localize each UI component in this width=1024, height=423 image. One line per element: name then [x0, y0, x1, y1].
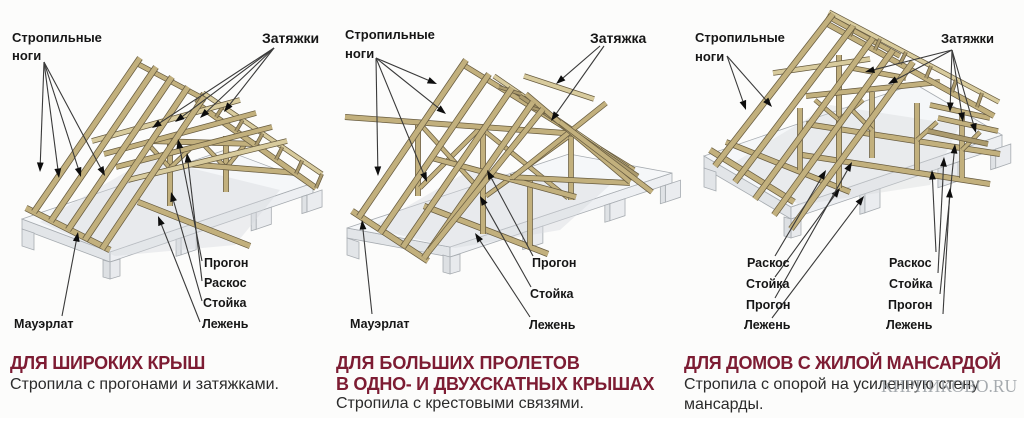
svg-text:КИРПИКОВО.RU: КИРПИКОВО.RU	[881, 376, 1018, 396]
svg-text:ДЛЯ ШИРОКИХ КРЫШ: ДЛЯ ШИРОКИХ КРЫШ	[10, 353, 205, 373]
svg-text:Раскос: Раскос	[204, 276, 247, 290]
svg-text:Стропильные: Стропильные	[12, 30, 102, 45]
svg-text:ноги: ноги	[695, 49, 724, 64]
svg-text:В ОДНО- И ДВУХСКАТНЫХ КРЫШАХ: В ОДНО- И ДВУХСКАТНЫХ КРЫШАХ	[336, 374, 654, 394]
svg-text:Стропильные: Стропильные	[345, 27, 435, 42]
svg-text:ДЛЯ БОЛЬШИХ ПРОЛЕТОВ: ДЛЯ БОЛЬШИХ ПРОЛЕТОВ	[336, 353, 580, 373]
svg-text:Стропила с опорой на усиленную: Стропила с опорой на усиленную стену	[684, 376, 979, 393]
svg-text:Затяжки: Затяжки	[262, 30, 319, 46]
svg-text:Лежень: Лежень	[744, 318, 791, 332]
svg-text:Стропила с прогонами и затяжка: Стропила с прогонами и затяжками.	[10, 376, 279, 393]
svg-text:Стропильные: Стропильные	[695, 30, 785, 45]
svg-text:Мауэрлат: Мауэрлат	[350, 317, 410, 331]
svg-text:Стойка: Стойка	[530, 287, 575, 301]
svg-text:Лежень: Лежень	[886, 318, 933, 332]
svg-text:Стойка: Стойка	[203, 296, 248, 310]
svg-text:Затяжки: Затяжки	[941, 31, 994, 46]
svg-text:ноги: ноги	[12, 48, 41, 63]
svg-text:Мауэрлат: Мауэрлат	[14, 317, 74, 331]
svg-text:Стойка: Стойка	[746, 277, 791, 291]
svg-text:Раскос: Раскос	[889, 256, 932, 270]
svg-text:ноги: ноги	[345, 46, 374, 61]
svg-text:Лежень: Лежень	[202, 317, 249, 331]
svg-text:Раскос: Раскос	[747, 256, 790, 270]
svg-text:Прогон: Прогон	[746, 298, 790, 312]
svg-text:ДЛЯ ДОМОВ С ЖИЛОЙ МАНСАРДОЙ: ДЛЯ ДОМОВ С ЖИЛОЙ МАНСАРДОЙ	[684, 352, 1001, 373]
svg-text:Лежень: Лежень	[529, 318, 576, 332]
svg-text:Прогон: Прогон	[204, 256, 248, 270]
svg-text:Затяжка: Затяжка	[590, 30, 647, 46]
svg-text:Прогон: Прогон	[532, 256, 576, 270]
svg-text:Прогон: Прогон	[888, 298, 932, 312]
svg-text:Стойка: Стойка	[889, 277, 934, 291]
svg-text:Стропила с крестовыми связями.: Стропила с крестовыми связями.	[336, 395, 584, 412]
svg-text:мансарды.: мансарды.	[684, 396, 763, 413]
